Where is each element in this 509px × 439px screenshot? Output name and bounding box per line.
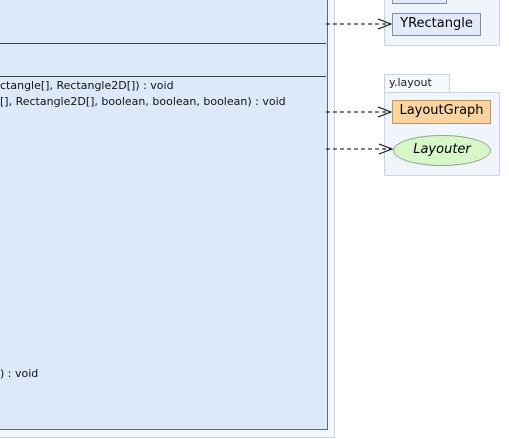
- edge-arrowhead-yrectangle: [377, 18, 393, 30]
- class-box-divider-methods: [0, 76, 326, 77]
- package-layout-tab: y.layout: [384, 74, 450, 93]
- yrectangle-node[interactable]: YRectangle: [392, 13, 481, 36]
- package-top-node-partial[interactable]: [392, 0, 447, 4]
- method-row-2: [], Rectangle2D[], boolean, boolean, boo…: [0, 95, 286, 108]
- method-row-1: ctangle[], Rectangle2D[]) : void: [0, 79, 174, 92]
- layoutgraph-node[interactable]: LayoutGraph: [392, 100, 491, 124]
- layouter-node[interactable]: Layouter: [393, 135, 491, 166]
- class-box-divider-top: [0, 43, 326, 44]
- method-row-3: ) : void: [0, 367, 39, 380]
- edge-arrowhead-layoutgraph: [377, 106, 393, 118]
- edge-arrowhead-layouter: [378, 143, 394, 155]
- class-box[interactable]: [0, 0, 328, 430]
